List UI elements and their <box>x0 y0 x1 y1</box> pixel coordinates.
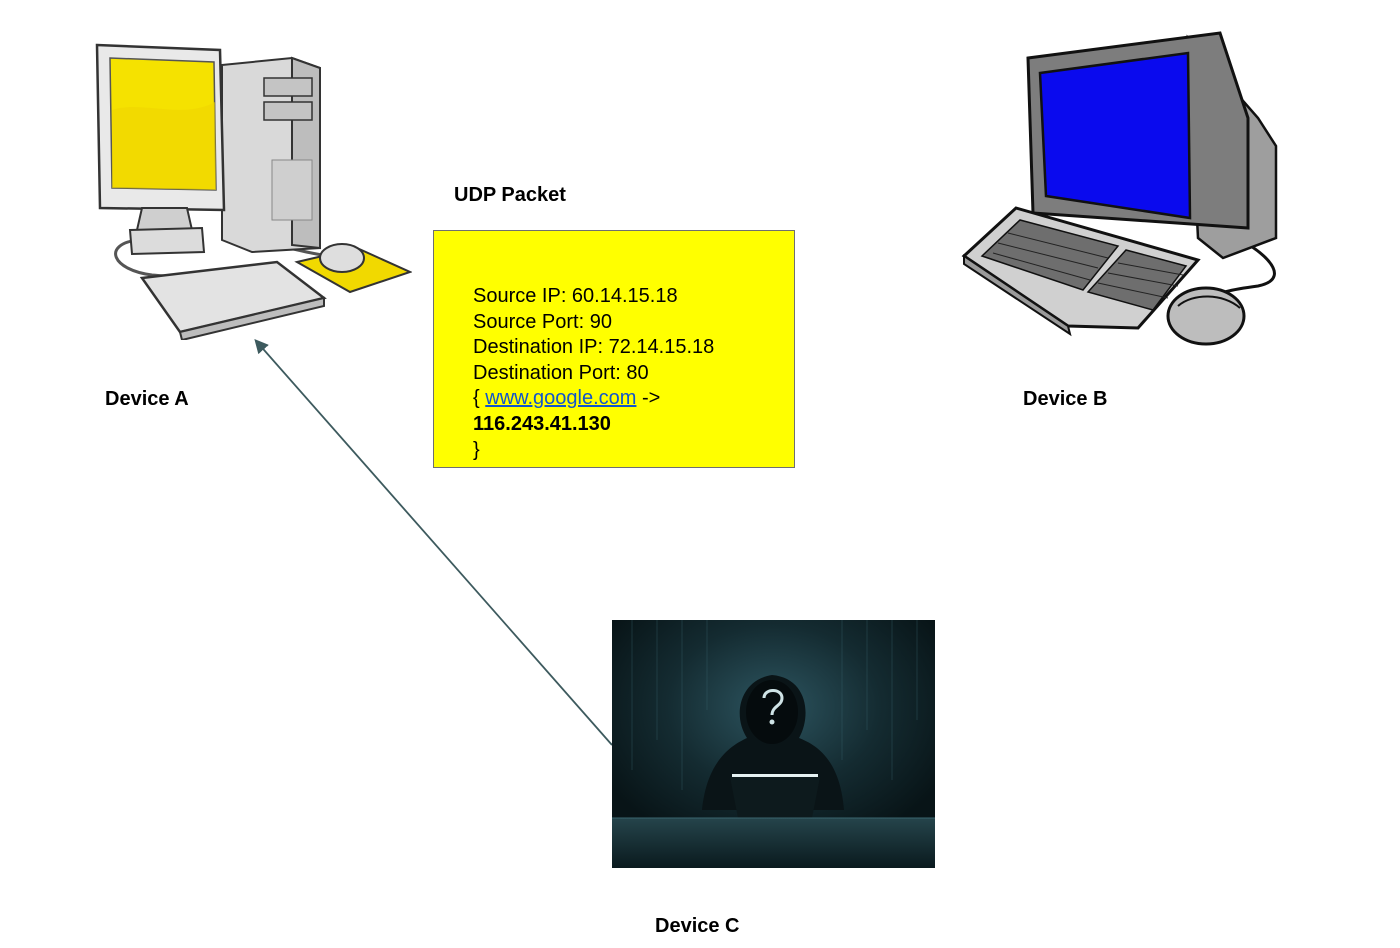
source-ip-line: Source IP: 60.14.15.18 <box>473 285 678 307</box>
payload-ip-line: 116.243.41.130 <box>473 412 611 435</box>
packet-fields: Source IP: 60.14.15.18 Source Port: 90 D… <box>473 284 714 463</box>
udp-packet-box: Source IP: 60.14.15.18 Source Port: 90 D… <box>433 230 795 468</box>
payload-line: { www.google.com -> <box>473 386 714 412</box>
destination-ip-line: Destination IP: 72.14.15.18 <box>473 336 715 359</box>
device-c-label: Device C <box>655 915 740 937</box>
payload-close-brace: } <box>473 438 480 461</box>
device-b-label: Device B <box>1023 388 1108 410</box>
packet-title: UDP Packet <box>454 184 566 206</box>
desktop-computer-icon <box>95 43 412 340</box>
payload-arrow: -> <box>636 387 661 410</box>
crt-computer-icon <box>961 31 1278 346</box>
payload-link[interactable]: www.google.com <box>485 387 637 410</box>
payload-open-brace: { <box>473 387 486 410</box>
device-a-label: Device A <box>105 388 189 410</box>
source-port-line: Source Port: 90 <box>473 310 612 333</box>
destination-port-line: Destination Port: 80 <box>473 361 649 384</box>
hooded-hacker-image <box>612 620 935 868</box>
